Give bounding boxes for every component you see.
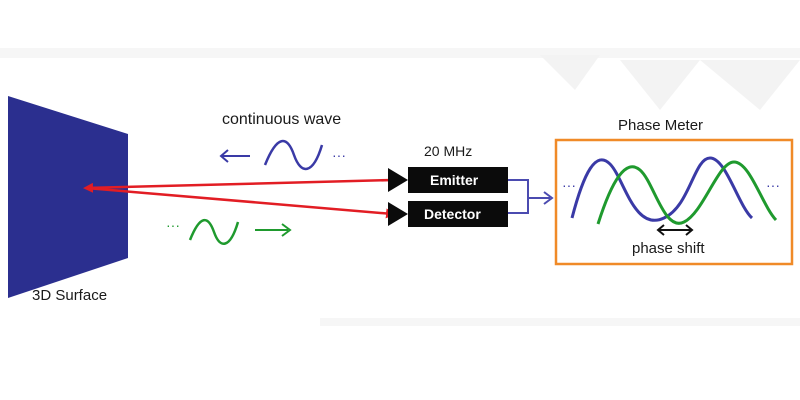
emitter-device: Emitter xyxy=(388,167,508,193)
phase-shift-label: phase shift xyxy=(632,240,705,257)
received-wave xyxy=(596,160,778,225)
background-artifacts xyxy=(0,48,800,326)
emitted-wave: ··· xyxy=(219,140,346,171)
emitted-wave-ellipsis: ··· xyxy=(332,147,346,163)
frequency-label: 20 MHz xyxy=(424,143,472,159)
meter-left-ellipsis: ··· xyxy=(562,177,576,193)
detector-device: Detector xyxy=(388,201,508,227)
outgoing-beam xyxy=(83,178,394,193)
phase-meter-title: Phase Meter xyxy=(618,117,703,134)
surface-label: 3D Surface xyxy=(32,287,107,304)
reflected-wave: ··· xyxy=(166,217,292,245)
signal-connector xyxy=(508,179,554,214)
returning-beam xyxy=(85,186,396,219)
reflected-wave-ellipsis: ··· xyxy=(166,217,180,233)
detector-label: Detector xyxy=(424,206,481,222)
continuous-wave-label: continuous wave xyxy=(222,111,341,128)
phase-meter-waves: ··· ··· phase shift xyxy=(562,156,780,257)
emitter-label: Emitter xyxy=(430,172,479,188)
phase-shift-arrow xyxy=(656,224,694,236)
surface-shape xyxy=(8,96,128,298)
meter-right-ellipsis: ··· xyxy=(766,177,780,193)
